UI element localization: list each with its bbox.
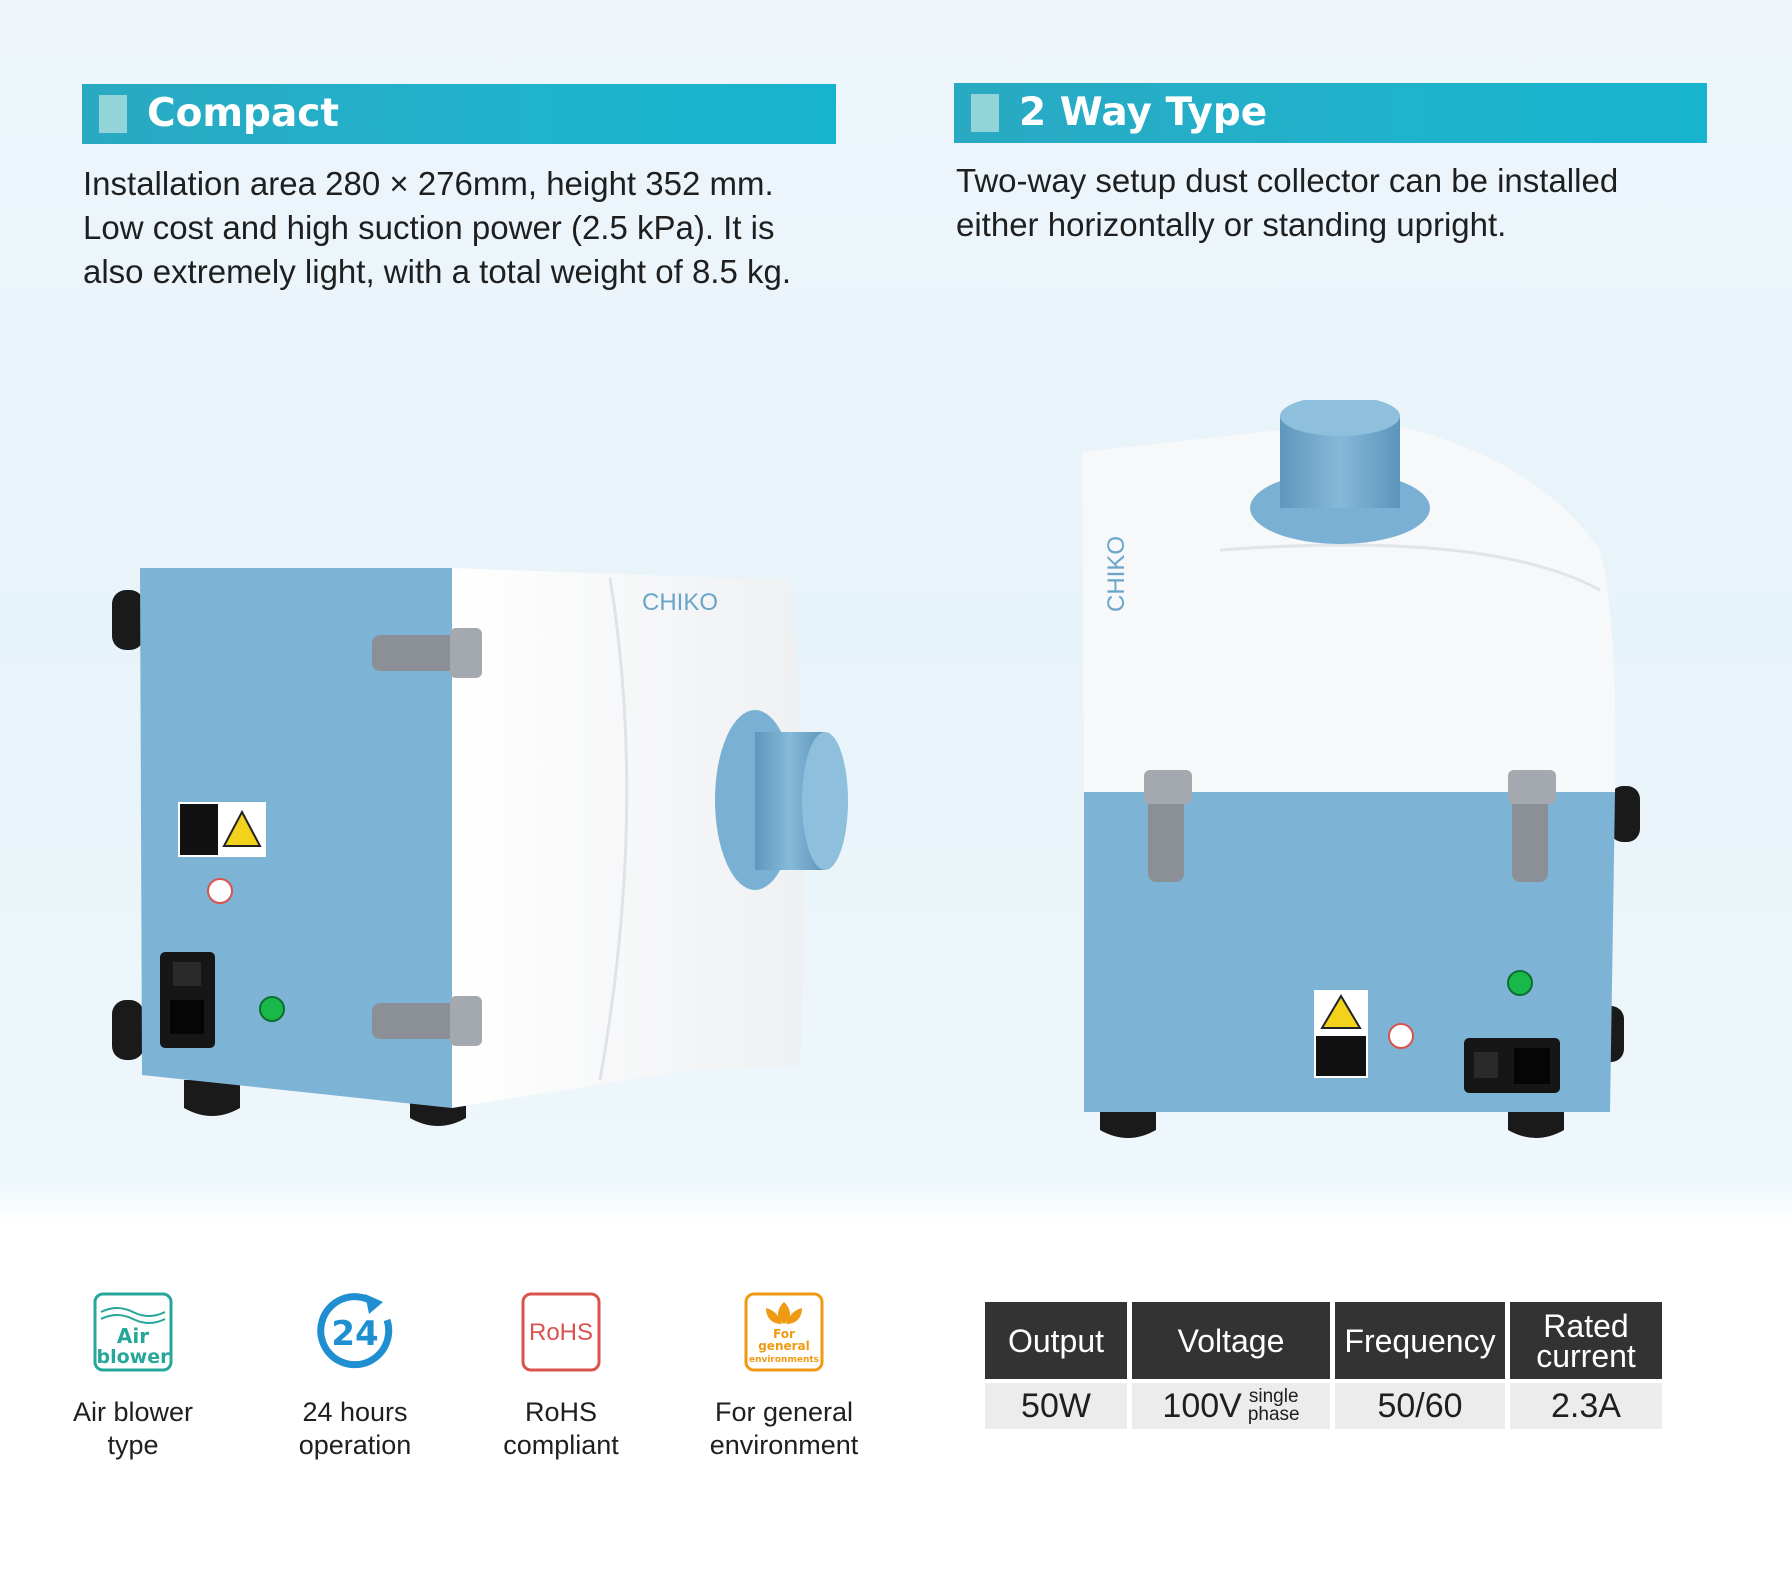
24-hours-icon: 24 bbox=[315, 1292, 395, 1372]
voltage-phase-note: single phase bbox=[1247, 1386, 1300, 1425]
feature-label: type bbox=[107, 1430, 159, 1460]
compact-line: also extremely light, with a total weigh… bbox=[83, 253, 792, 290]
spec-value-voltage: 100V single phase bbox=[1132, 1383, 1330, 1429]
feature-24-hours: 24 24 hours operation bbox=[255, 1292, 455, 1462]
header-square-icon bbox=[971, 94, 999, 132]
blue-housing bbox=[140, 568, 452, 1108]
spec-header-rated-current: Rated current bbox=[1510, 1302, 1662, 1379]
environment-icon: For general environments bbox=[744, 1292, 824, 1372]
svg-text:Air: Air bbox=[117, 1324, 149, 1348]
compact-description: Installation area 280 × 276mm, height 35… bbox=[83, 162, 791, 294]
header-square-icon bbox=[99, 95, 127, 133]
latch bbox=[372, 628, 482, 678]
feature-general-environment: For general environments For general env… bbox=[684, 1292, 884, 1462]
spec-header-frequency: Frequency bbox=[1335, 1302, 1505, 1379]
duct-opening bbox=[1280, 400, 1400, 436]
prohibition-icon bbox=[207, 878, 233, 904]
latch bbox=[372, 996, 482, 1046]
feature-label: environment bbox=[709, 1430, 859, 1460]
prohibition-icon bbox=[1388, 1023, 1414, 1049]
warning-triangle-icon bbox=[1320, 994, 1362, 1029]
housing-curve bbox=[598, 577, 629, 1081]
rohs-icon: RoHS bbox=[521, 1292, 601, 1372]
brand-logo: CHIKO bbox=[1103, 536, 1130, 612]
spec-value-output: 50W bbox=[985, 1383, 1127, 1429]
rubber-foot bbox=[1508, 1110, 1564, 1138]
svg-text:RoHS: RoHS bbox=[529, 1319, 593, 1346]
side-knob bbox=[112, 590, 144, 650]
two-way-header-bar: 2 Way Type bbox=[954, 83, 1707, 143]
two-way-line: Two-way setup dust collector can be inst… bbox=[956, 162, 1619, 199]
warning-triangle-icon bbox=[222, 809, 262, 847]
spec-header-output: Output bbox=[985, 1302, 1127, 1379]
power-indicator-led bbox=[1507, 970, 1533, 996]
dust-collector-upright-image: CHIKO bbox=[1082, 400, 1640, 1138]
svg-text:For: For bbox=[773, 1327, 795, 1341]
feature-label: Air blower bbox=[72, 1397, 194, 1427]
rubber-foot bbox=[184, 1080, 240, 1116]
two-way-title: 2 Way Type bbox=[1019, 90, 1268, 135]
feature-label: compliant bbox=[503, 1430, 619, 1460]
power-indicator-led bbox=[259, 996, 285, 1022]
white-housing bbox=[452, 568, 805, 1108]
rubber-foot bbox=[1100, 1110, 1156, 1138]
spec-header-voltage: Voltage bbox=[1132, 1302, 1330, 1379]
spec-value-frequency: 50/60 bbox=[1335, 1383, 1505, 1429]
two-way-description: Two-way setup dust collector can be inst… bbox=[956, 159, 1618, 247]
compact-line: Installation area 280 × 276mm, height 35… bbox=[83, 165, 774, 202]
duct-opening bbox=[802, 732, 848, 870]
latch bbox=[1508, 770, 1556, 882]
spec-value-rated-current: 2.3A bbox=[1510, 1383, 1662, 1429]
svg-text:24: 24 bbox=[331, 1314, 378, 1354]
two-way-line: either horizontally or standing upright. bbox=[956, 206, 1507, 243]
compact-header-bar: Compact bbox=[82, 84, 836, 144]
brand-logo: CHIKO bbox=[642, 589, 718, 616]
side-knob bbox=[112, 1000, 144, 1060]
white-housing bbox=[1082, 420, 1616, 792]
svg-text:blower: blower bbox=[97, 1346, 171, 1368]
svg-text:general: general bbox=[758, 1339, 810, 1353]
svg-text:environments: environments bbox=[749, 1355, 819, 1365]
feature-rohs: RoHS RoHS compliant bbox=[461, 1292, 661, 1462]
side-knob bbox=[1610, 786, 1640, 842]
latch bbox=[1144, 770, 1192, 882]
feature-label: For general bbox=[714, 1397, 854, 1427]
compact-title: Compact bbox=[147, 91, 340, 136]
feature-label: 24 hours bbox=[302, 1397, 408, 1427]
feature-label: operation bbox=[298, 1430, 412, 1460]
blue-housing bbox=[1084, 792, 1615, 1112]
dust-collector-horizontal-image: CHIKO bbox=[112, 568, 848, 1126]
compact-line: Low cost and high suction power (2.5 kPa… bbox=[83, 209, 775, 246]
feature-air-blower: Air blower Air blower type bbox=[33, 1292, 233, 1462]
air-blower-icon: Air blower bbox=[93, 1292, 173, 1372]
feature-label: RoHS bbox=[524, 1397, 598, 1427]
